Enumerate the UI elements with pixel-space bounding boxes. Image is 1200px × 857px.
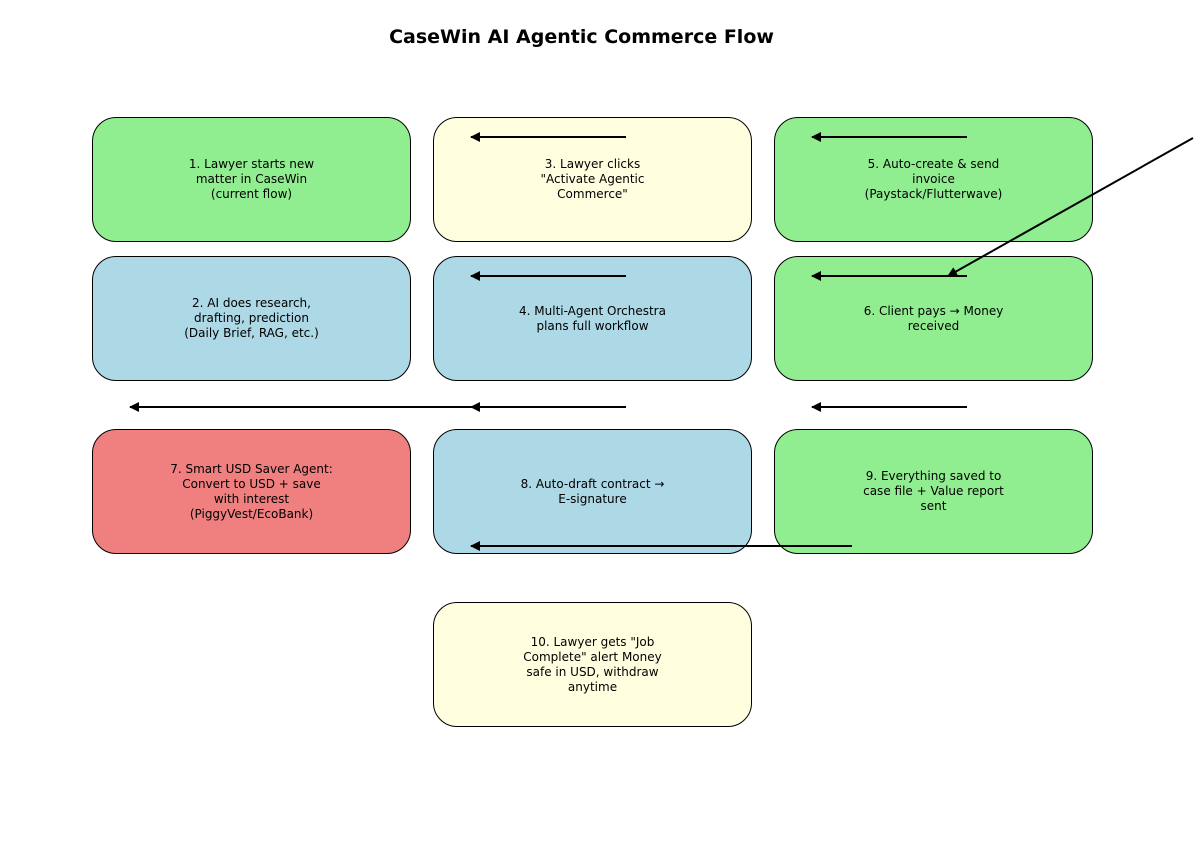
- node-10-label: 10. Lawyer gets "Job Complete" alert Mon…: [523, 634, 662, 694]
- node-7-usd-saver-agent: 7. Smart USD Saver Agent: Convert to USD…: [92, 429, 411, 554]
- node-5-label: 5. Auto-create & send invoice (Paystack/…: [864, 157, 1003, 201]
- node-4-multi-agent-orchestra: 4. Multi-Agent Orchestra plans full work…: [433, 256, 752, 381]
- node-8-label: 8. Auto-draft contract → E-signature: [520, 476, 665, 506]
- node-9-saved-to-case-file: 9. Everything saved to case file + Value…: [774, 429, 1093, 554]
- node-2-label: 2. AI does research, drafting, predictio…: [184, 296, 319, 340]
- node-7-label: 7. Smart USD Saver Agent: Convert to USD…: [170, 461, 333, 521]
- diagram-title: CaseWin AI Agentic Commerce Flow: [389, 26, 774, 48]
- node-3-activate-agentic-commerce: 3. Lawyer clicks "Activate Agentic Comme…: [433, 117, 752, 242]
- node-3-label: 3. Lawyer clicks "Activate Agentic Comme…: [540, 157, 645, 201]
- node-4-label: 4. Multi-Agent Orchestra plans full work…: [519, 303, 666, 333]
- node-6-label: 6. Client pays → Money received: [863, 303, 1004, 333]
- node-5-auto-invoice: 5. Auto-create & send invoice (Paystack/…: [774, 117, 1093, 242]
- node-8-auto-draft-contract: 8. Auto-draft contract → E-signature: [433, 429, 752, 554]
- node-10-job-complete-alert: 10. Lawyer gets "Job Complete" alert Mon…: [433, 602, 752, 727]
- node-1-label: 1. Lawyer starts new matter in CaseWin (…: [188, 157, 315, 201]
- node-9-label: 9. Everything saved to case file + Value…: [863, 469, 1004, 513]
- node-6-client-pays: 6. Client pays → Money received: [774, 256, 1093, 381]
- node-2-ai-research: 2. AI does research, drafting, predictio…: [92, 256, 411, 381]
- node-1-lawyer-starts-matter: 1. Lawyer starts new matter in CaseWin (…: [92, 117, 411, 242]
